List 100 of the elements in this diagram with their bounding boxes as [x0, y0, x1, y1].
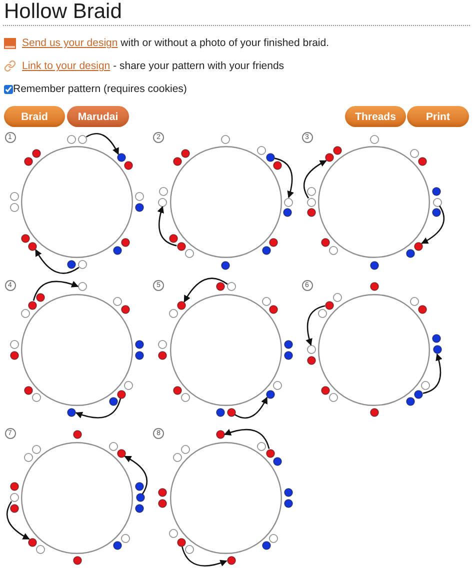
- bobbin: [78, 260, 87, 270]
- bobbin: [10, 350, 19, 360]
- bobbin: [307, 356, 316, 366]
- bobbin: [20, 308, 30, 318]
- bobbin: [28, 242, 37, 252]
- bobbin: [28, 538, 37, 547]
- bobbin: [120, 238, 130, 247]
- bobbin: [10, 202, 19, 212]
- bobbin: [370, 282, 378, 292]
- bobbin: [272, 457, 282, 466]
- move-arrow: [75, 398, 122, 418]
- bobbin: [169, 234, 178, 243]
- bobbin: [169, 529, 178, 538]
- bobbin: [176, 242, 186, 252]
- bobbin: [10, 340, 19, 349]
- bobbin: [272, 381, 282, 390]
- bobbin: [216, 282, 225, 292]
- bobbin: [117, 390, 126, 399]
- bobbin: [370, 260, 378, 270]
- bobbin: [32, 149, 41, 158]
- bobbin: [216, 430, 225, 440]
- bobbin: [410, 149, 419, 158]
- bobbin: [112, 246, 122, 255]
- bobbin: [158, 498, 168, 508]
- bobbin: [266, 152, 275, 162]
- bobbin: [78, 282, 87, 292]
- marudai-disk: [21, 442, 133, 554]
- bobbin: [172, 386, 182, 395]
- bobbin: [262, 541, 271, 550]
- bobbin: [158, 198, 168, 206]
- bobbin: [272, 161, 282, 170]
- send-design-text: Send us your design with or without a photo of your finished braid.: [22, 36, 330, 50]
- move-arrow: [182, 546, 228, 566]
- bobbin: [284, 488, 293, 497]
- move-arrow: [32, 280, 79, 301]
- bobbin: [135, 340, 144, 349]
- bobbin: [78, 134, 87, 144]
- move-arrow: [303, 160, 327, 199]
- bobbin: [184, 544, 194, 554]
- bobbin: [24, 157, 34, 166]
- bobbin: [269, 238, 278, 247]
- bobbin: [24, 452, 34, 462]
- bobbin: [306, 345, 316, 354]
- bobbin: [283, 208, 292, 218]
- share-link: Link to your design: [22, 60, 110, 72]
- bobbin: [432, 198, 442, 206]
- bobbin: [257, 442, 266, 451]
- marudai-disk: [21, 146, 133, 258]
- bobbin: [108, 442, 118, 451]
- send-design-link: Send us your design: [22, 37, 118, 49]
- bobbin: [117, 152, 126, 162]
- bobbin: [324, 152, 334, 162]
- bobbin: [10, 504, 20, 514]
- bobbin: [176, 538, 186, 547]
- bobbin: [117, 448, 126, 458]
- bobbin: [124, 381, 134, 390]
- move-arrow: [35, 249, 80, 274]
- bobbin: [10, 482, 20, 492]
- tab-button: Braid: [4, 106, 65, 127]
- bobbin: [329, 246, 338, 255]
- bobbin: [72, 430, 82, 440]
- share-text: Link to your design - share your pattern with your friends: [22, 59, 284, 73]
- bobbin: [226, 282, 236, 292]
- bobbin: [124, 161, 134, 170]
- bobbin: [158, 340, 168, 349]
- bobbin: [176, 300, 186, 310]
- bobbin: [180, 444, 190, 454]
- bobbin: [307, 186, 316, 196]
- bobbin: [221, 260, 230, 270]
- bobbin: [432, 208, 441, 218]
- bobbin: [67, 134, 76, 144]
- bobbin: [221, 134, 230, 144]
- bobbin: [134, 504, 144, 514]
- bobbin: [266, 448, 275, 458]
- bobbin: [307, 208, 316, 218]
- bobbin: [414, 390, 424, 399]
- bobbin: [28, 300, 37, 310]
- move-arrow: [234, 396, 268, 419]
- bobbin: [262, 296, 271, 306]
- bobbin: [329, 393, 338, 402]
- bobbin: [72, 556, 82, 566]
- bobbin: [67, 408, 76, 417]
- bobbin: [120, 304, 130, 314]
- bobbin: [135, 350, 144, 360]
- bobbin: [257, 146, 266, 155]
- bobbin: [180, 393, 190, 402]
- bobbin: [32, 444, 41, 454]
- bobbin: [432, 186, 441, 196]
- page-title: Hollow Braid: [4, 0, 122, 24]
- bobbin: [406, 396, 415, 406]
- bobbin: [418, 304, 427, 314]
- bobbin: [10, 192, 19, 201]
- bobbin: [284, 340, 293, 349]
- bobbin: [406, 249, 415, 258]
- bobbin: [414, 242, 424, 252]
- bobbin: [318, 308, 327, 318]
- bobbin: [432, 345, 442, 354]
- bobbin: [216, 408, 225, 417]
- bobbin: [158, 350, 168, 360]
- bobbin: [410, 296, 419, 306]
